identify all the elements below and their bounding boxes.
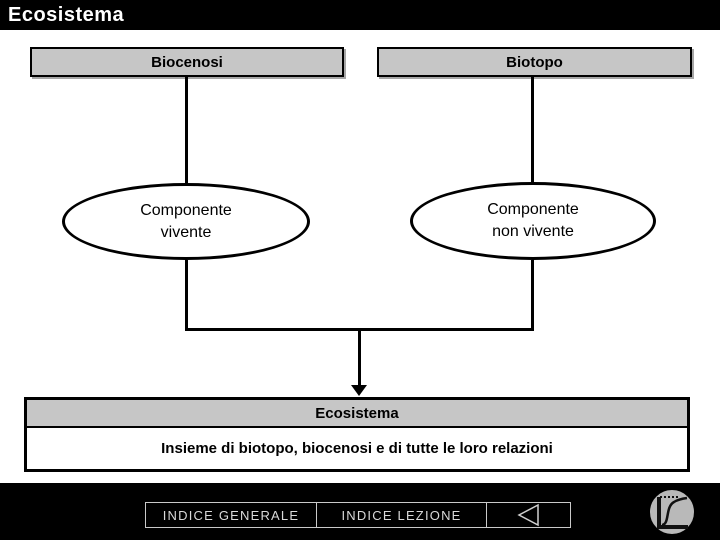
back-button[interactable] [486,502,571,528]
left-triangle-icon [516,503,539,527]
footer-nav: INDICE GENERALE INDICE LEZIONE [145,502,571,528]
ellipse-right-line2: non vivente [492,223,574,240]
connector-horizontal-join [185,328,534,331]
arrow-stem [358,330,361,386]
ellipse-left-line1: Componente [140,201,232,219]
result-box-header: Ecosistema [27,400,687,428]
arrow-down-icon [351,385,367,396]
indice-lezione-button[interactable]: INDICE LEZIONE [316,502,487,528]
connector-biocenosi-to-ellipse [185,77,188,183]
box-biocenosi: Biocenosi [30,47,344,77]
connector-ellipse-left-down [185,260,188,330]
footer-bar: INDICE GENERALE INDICE LEZIONE [0,483,720,540]
logo [644,484,700,540]
title-bar: Ecosistema [0,0,720,30]
result-box: Ecosistema Insieme di biotopo, biocenosi… [24,397,690,472]
indice-generale-button[interactable]: INDICE GENERALE [145,502,317,528]
result-box-body: Insieme di biotopo, biocenosi e di tutte… [27,428,687,469]
growth-curve-logo-icon [646,486,698,538]
ellipse-right-line1: Componente [487,201,579,218]
result-box-description: Insieme di biotopo, biocenosi e di tutte… [161,440,553,457]
indice-lezione-label: INDICE LEZIONE [341,507,462,523]
page-title: Ecosistema [8,3,125,26]
box-biotopo-label: Biotopo [506,53,563,71]
ellipse-left-line2: vivente [160,223,212,241]
ellipse-componente-non-vivente: Componente non vivente [410,182,656,260]
box-biocenosi-label: Biocenosi [151,53,223,71]
ellipse-componente-vivente: Componente vivente [62,183,310,260]
indice-generale-label: INDICE GENERALE [162,507,300,523]
connector-biotopo-to-ellipse [531,77,534,182]
connector-ellipse-right-down [531,260,534,330]
box-biotopo: Biotopo [377,47,692,77]
result-box-header-label: Ecosistema [315,404,399,422]
